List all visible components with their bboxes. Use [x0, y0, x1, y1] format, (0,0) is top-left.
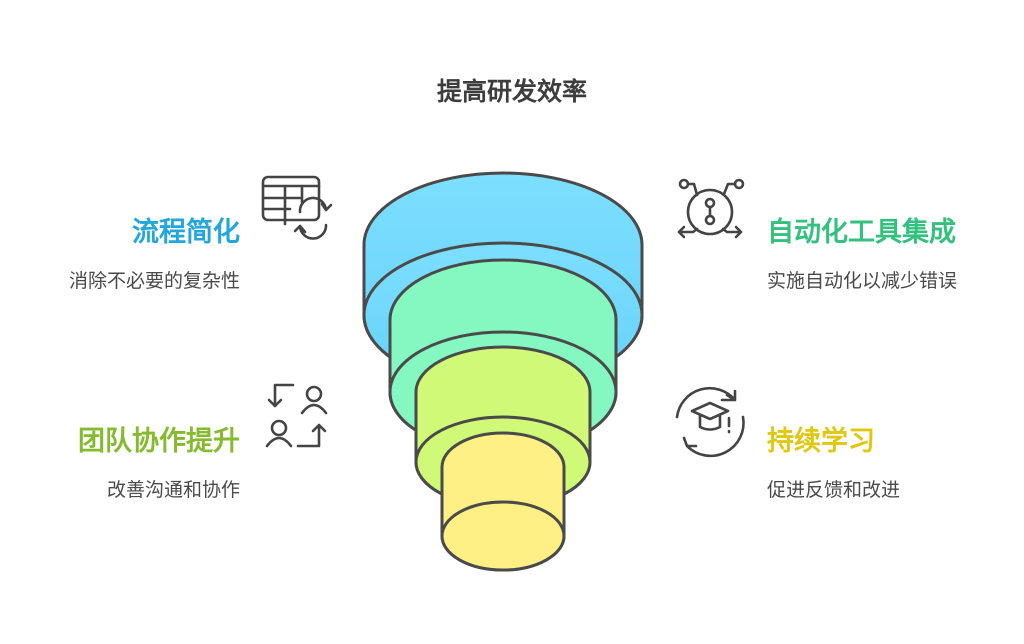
- heading-team-collaboration: 团队协作提升: [78, 426, 240, 457]
- desc-continuous-learning: 促进反馈和改进: [767, 479, 901, 501]
- desc-automation-tools: 实施自动化以减少错误: [767, 270, 958, 292]
- table-sync-icon: [261, 175, 333, 240]
- heading-automation-tools: 自动化工具集成: [767, 217, 956, 248]
- graduation-cycle-icon: [675, 386, 745, 458]
- automation-network-icon: [677, 178, 745, 239]
- diagram-title: 提高研发效率: [436, 77, 587, 106]
- heading-process-simplification: 流程简化: [132, 217, 240, 248]
- desc-process-simplification: 消除不必要的复杂性: [68, 270, 240, 292]
- tier-learning-face: [440, 500, 566, 572]
- heading-continuous-learning: 持续学习: [767, 426, 875, 457]
- people-exchange-icon: [265, 383, 328, 448]
- desc-team-collaboration: 改善沟通和协作: [106, 479, 240, 501]
